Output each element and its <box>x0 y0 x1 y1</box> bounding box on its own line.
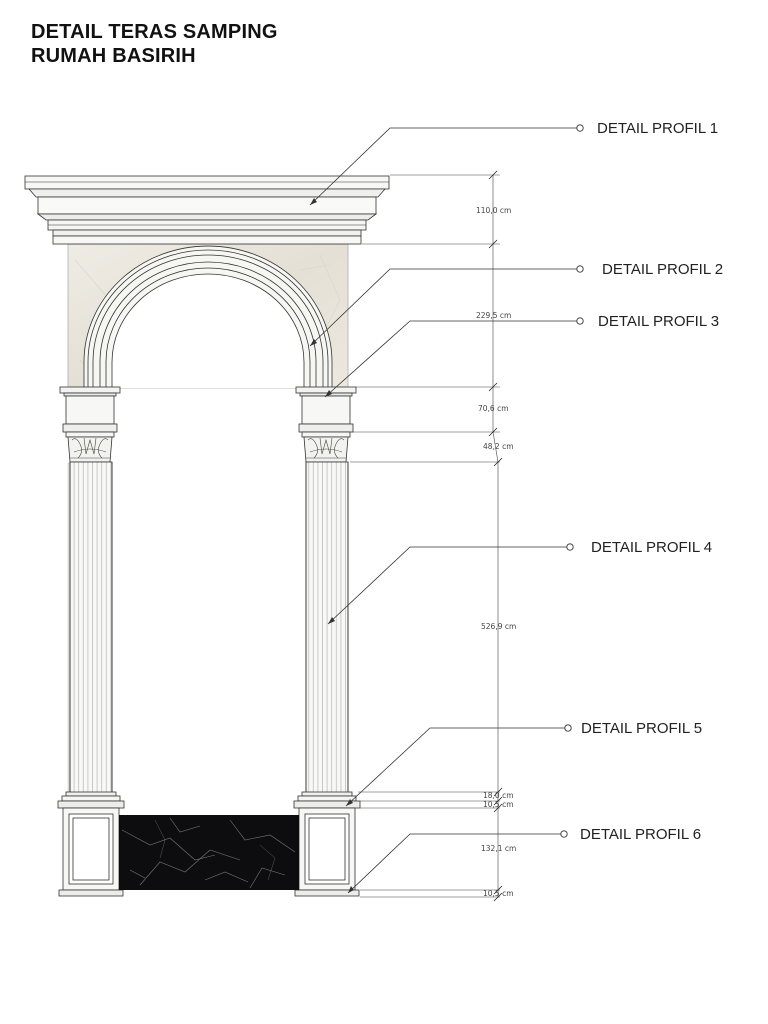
arch-archivolt <box>83 245 333 388</box>
callout-label: DETAIL PROFIL 2 <box>602 261 723 278</box>
callout-label: DETAIL PROFIL 5 <box>581 720 702 737</box>
callout-label: DETAIL PROFIL 6 <box>580 826 701 843</box>
dimension-label: 70,6 cm <box>478 404 509 413</box>
title-line-1: DETAIL TERAS SAMPING <box>31 21 278 43</box>
callout-label: DETAIL PROFIL 4 <box>591 539 712 556</box>
left-column <box>57 386 125 897</box>
callout-leaders <box>309 127 577 894</box>
dimension-label: 132,1 cm <box>481 844 516 853</box>
callout-label: DETAIL PROFIL 1 <box>597 120 718 137</box>
dimension-ticks <box>488 170 503 902</box>
dimension-chain <box>350 174 500 898</box>
drawing-title: DETAIL TERAS SAMPING RUMAH BASIRIH <box>31 20 278 68</box>
dimension-label: 10,5 cm <box>483 889 514 898</box>
cornice <box>24 175 390 245</box>
dimension-label: 526,9 cm <box>481 622 516 631</box>
arrow-tips <box>310 198 354 893</box>
right-column <box>293 386 361 897</box>
black-marble-plinth <box>119 815 299 890</box>
callout-markers <box>560 124 584 838</box>
callout-label: DETAIL PROFIL 3 <box>598 313 719 330</box>
dimension-label: 110,0 cm <box>476 206 511 215</box>
title-line-2: RUMAH BASIRIH <box>31 45 196 67</box>
dimension-label: 18,0 cm <box>483 791 514 800</box>
dimension-label: 10,5 cm <box>483 800 514 809</box>
dimension-label: 229,5 cm <box>476 311 511 320</box>
dimension-label: 48,2 cm <box>483 442 514 451</box>
